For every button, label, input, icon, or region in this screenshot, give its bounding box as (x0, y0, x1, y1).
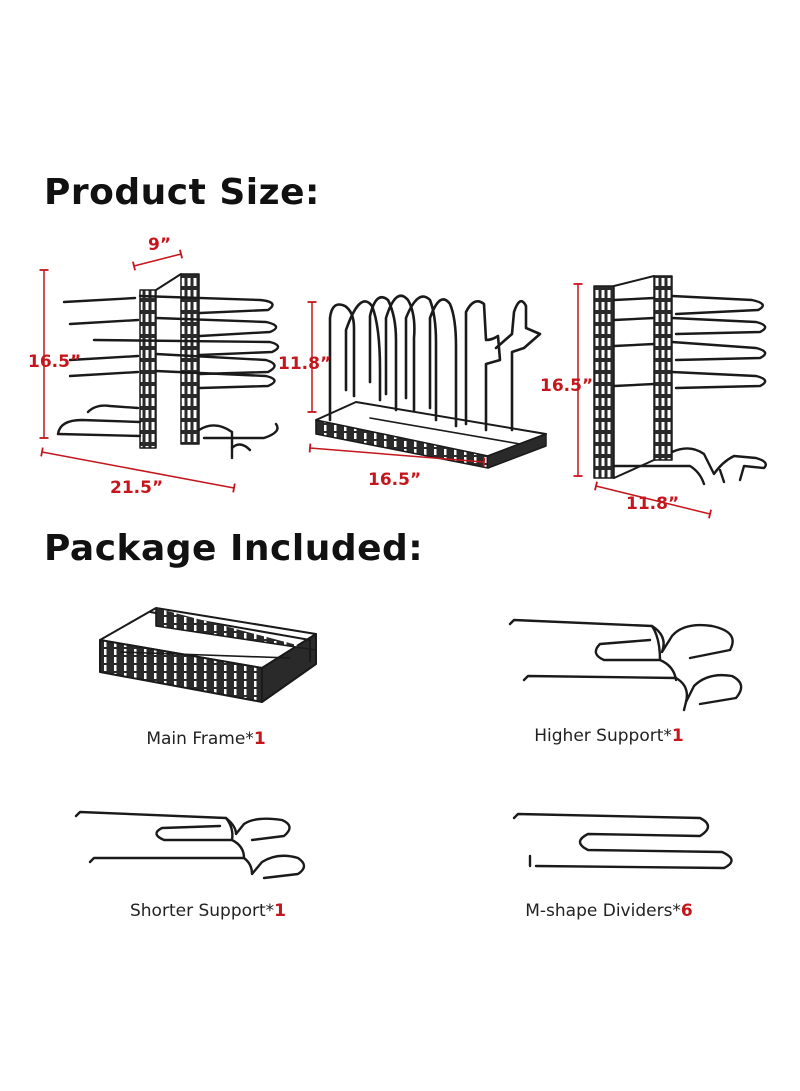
rack-left-dimension-lines (39, 249, 236, 493)
rack-right-illustration (593, 275, 767, 486)
item-name: Shorter Support* (129, 901, 275, 921)
rack-right-dimension-lines (573, 283, 712, 519)
m-shape-divider-illustration (512, 812, 733, 870)
item-qty: 1 (253, 729, 266, 749)
package-included-heading: Package Included: (44, 528, 424, 569)
rack-middle-illustration (315, 294, 547, 469)
dimension-width-right: 11.8” (626, 494, 680, 514)
dimension-width-9: 9” (148, 235, 172, 255)
caption-main-frame: Main Frame*1 (146, 729, 265, 749)
dimension-length-left: 21.5” (110, 478, 164, 498)
dimension-height-left: 16.5” (28, 352, 82, 372)
main-frame-illustration (99, 607, 317, 703)
item-name: Higher Support* (534, 726, 672, 746)
caption-shorter-support: Shorter Support*1 (130, 901, 286, 921)
rack-middle-dimension-lines (307, 301, 486, 467)
rack-left-illustration (56, 273, 280, 460)
item-qty: 1 (671, 726, 684, 746)
item-name: M-shape Dividers* (525, 901, 681, 921)
caption-higher-support: Higher Support*1 (534, 726, 683, 746)
dimension-height-right: 16.5” (540, 376, 594, 396)
shorter-support-illustration (74, 810, 306, 880)
dimension-height-middle: 11.8” (278, 354, 332, 374)
higher-support-illustration (508, 618, 743, 712)
caption-m-shape-dividers: M-shape Dividers*6 (525, 901, 693, 921)
dimension-length-middle: 16.5” (368, 470, 422, 490)
product-size-heading: Product Size: (44, 172, 320, 213)
item-qty: 1 (274, 901, 287, 921)
item-name: Main Frame* (146, 729, 254, 749)
item-qty: 6 (680, 901, 693, 921)
